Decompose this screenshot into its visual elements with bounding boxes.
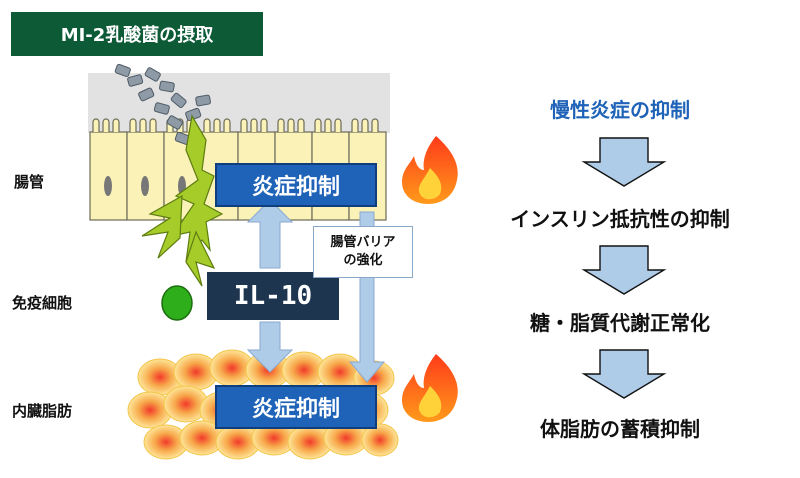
inflammation-box-top: 炎症抑制	[215, 163, 377, 207]
flow-arrow-3	[581, 349, 667, 399]
il10-text: IL-10	[233, 281, 313, 311]
il10-box: IL-10	[207, 272, 339, 320]
label-intestine: 腸管	[14, 173, 45, 191]
title-box: MI-2乳酸菌の摂取	[11, 12, 263, 56]
inflammation-bottom-text: 炎症抑制	[251, 397, 340, 422]
immune-cell	[161, 285, 193, 321]
flame-icon-top	[402, 136, 458, 204]
flow-step-4: 体脂肪の蓄積抑制	[540, 417, 700, 441]
barrier-line-2: の強化	[343, 253, 383, 268]
flame-icon-bottom	[402, 354, 458, 422]
barrier-line-1: 腸管バリア	[330, 235, 396, 250]
flow-step-3: 糖・脂質代謝正常化	[530, 311, 710, 335]
flow-arrow-1	[581, 137, 667, 187]
arrow-down-il10	[246, 321, 294, 373]
inflammation-box-bottom: 炎症抑制	[215, 385, 377, 429]
title-text: MI-2乳酸菌の摂取	[60, 25, 214, 46]
dendritic-cell	[141, 114, 224, 287]
label-immune-cell: 免疫細胞	[12, 294, 73, 312]
flow-step-2: インスリン抵抗性の抑制	[510, 207, 730, 231]
flow-step-1: 慢性炎症の抑制	[550, 98, 690, 122]
barrier-box: 腸管バリア の強化	[313, 226, 413, 278]
label-visceral-fat: 内臓脂肪	[12, 402, 73, 420]
inflammation-top-text: 炎症抑制	[251, 175, 340, 200]
flow-arrow-2	[581, 245, 667, 295]
lactic-acid-bacteria	[114, 63, 211, 146]
